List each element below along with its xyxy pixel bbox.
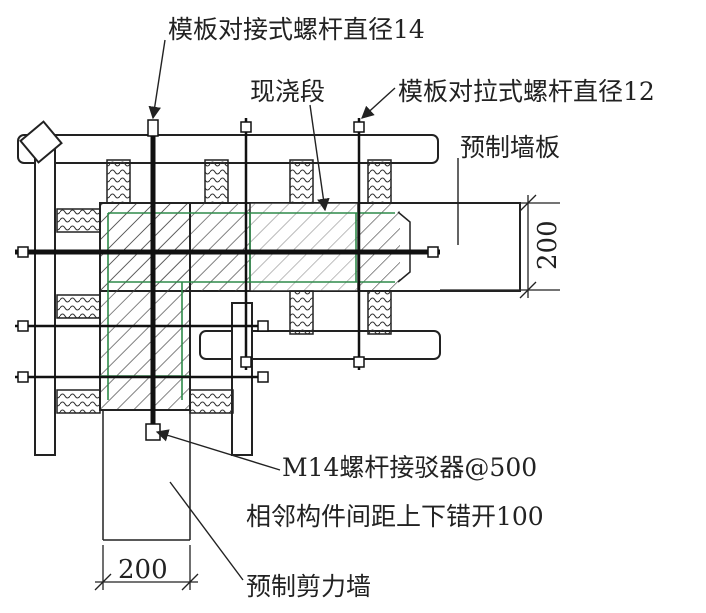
top-waler [17, 134, 439, 164]
dim-text-bottom: 200 [118, 555, 168, 585]
cast-in-place-hatch [250, 203, 358, 291]
bottom-waler [199, 330, 441, 360]
label-duikai-bolt: 模板对接式螺杆直径14 [168, 15, 425, 44]
dim-text-right: 200 [533, 220, 563, 270]
tie-bolts [15, 118, 440, 441]
label-cast-in-place: 现浇段 [250, 77, 325, 106]
label-precast-shear-wall: 预制剪力墙 [246, 572, 371, 601]
left-vertical-tube [34, 139, 56, 456]
label-duila-bolt: 模板对拉式螺杆直径12 [398, 77, 655, 106]
panel-joint [397, 211, 411, 283]
label-stagger-note: 相邻构件间距上下错开100 [246, 502, 544, 531]
label-connector: M14螺杆接驳器@500 [282, 453, 537, 482]
shear-wall-extension [102, 410, 191, 541]
precast-shear-wall-band [99, 202, 191, 411]
leader-lines [148, 39, 459, 581]
walers [17, 120, 441, 456]
wood-battens [56, 159, 392, 414]
concrete-section [99, 202, 521, 411]
label-precast-wall-panel: 预制墙板 [460, 133, 560, 162]
dimension-right [440, 194, 560, 299]
tube-clamp [19, 120, 63, 164]
dimension-bottom [94, 545, 199, 591]
